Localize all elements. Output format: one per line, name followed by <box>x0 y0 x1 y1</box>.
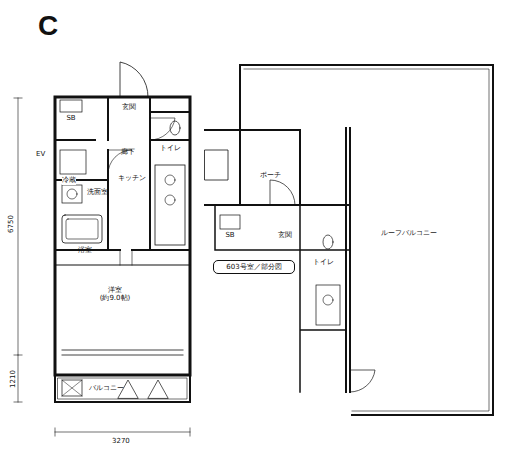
room-text: SB <box>66 114 75 122</box>
room-label: キッチン <box>110 172 154 185</box>
room-text: 洋室 <box>108 286 122 294</box>
fixture-label: 冷蔵 <box>62 175 76 185</box>
room-label: 玄関 <box>272 228 298 242</box>
room-label: トイレ <box>152 142 188 155</box>
room-text: トイレ <box>313 258 334 266</box>
plan-title: C <box>38 10 58 42</box>
room-text: ルーフバルコニー <box>381 229 437 237</box>
room-label: ルーフバルコニー <box>370 226 448 240</box>
room-text: 浴室 <box>78 246 92 254</box>
room-text: (約9.0帖) <box>100 294 131 302</box>
room-label: 浴室 <box>66 244 104 257</box>
room-text: SB <box>225 231 234 239</box>
room-label: 玄関 <box>112 100 146 114</box>
room-label: ポーチ <box>248 168 292 182</box>
room-text: キッチン <box>118 174 146 182</box>
room-label: SB <box>218 229 242 242</box>
room-text: 玄関 <box>122 103 136 111</box>
fixture-label: EV <box>36 150 45 158</box>
room-label: トイレ <box>302 256 344 269</box>
room-text: 603号室／部分図 <box>226 263 281 271</box>
room-text: ポーチ <box>260 171 281 179</box>
room-label: 洗面室 <box>84 186 111 199</box>
unit-caption-box: 603号室／部分図 <box>213 260 295 274</box>
room-label: バルコニー <box>86 380 127 396</box>
room-label: 廊下 <box>110 146 146 159</box>
room-text: 廊下 <box>121 148 135 156</box>
room-text: バルコニー <box>89 384 124 392</box>
room-text: 玄関 <box>278 231 292 239</box>
room-text: トイレ <box>160 144 181 152</box>
room-text: 洗面室 <box>87 188 108 196</box>
dimension-label: 3270 <box>112 437 130 445</box>
dimension-label: 6750 <box>7 215 15 233</box>
room-label: SB <box>58 112 84 125</box>
dimension-label: 1210 <box>9 370 17 388</box>
room-label: 洋室(約9.0帖) <box>75 280 155 308</box>
